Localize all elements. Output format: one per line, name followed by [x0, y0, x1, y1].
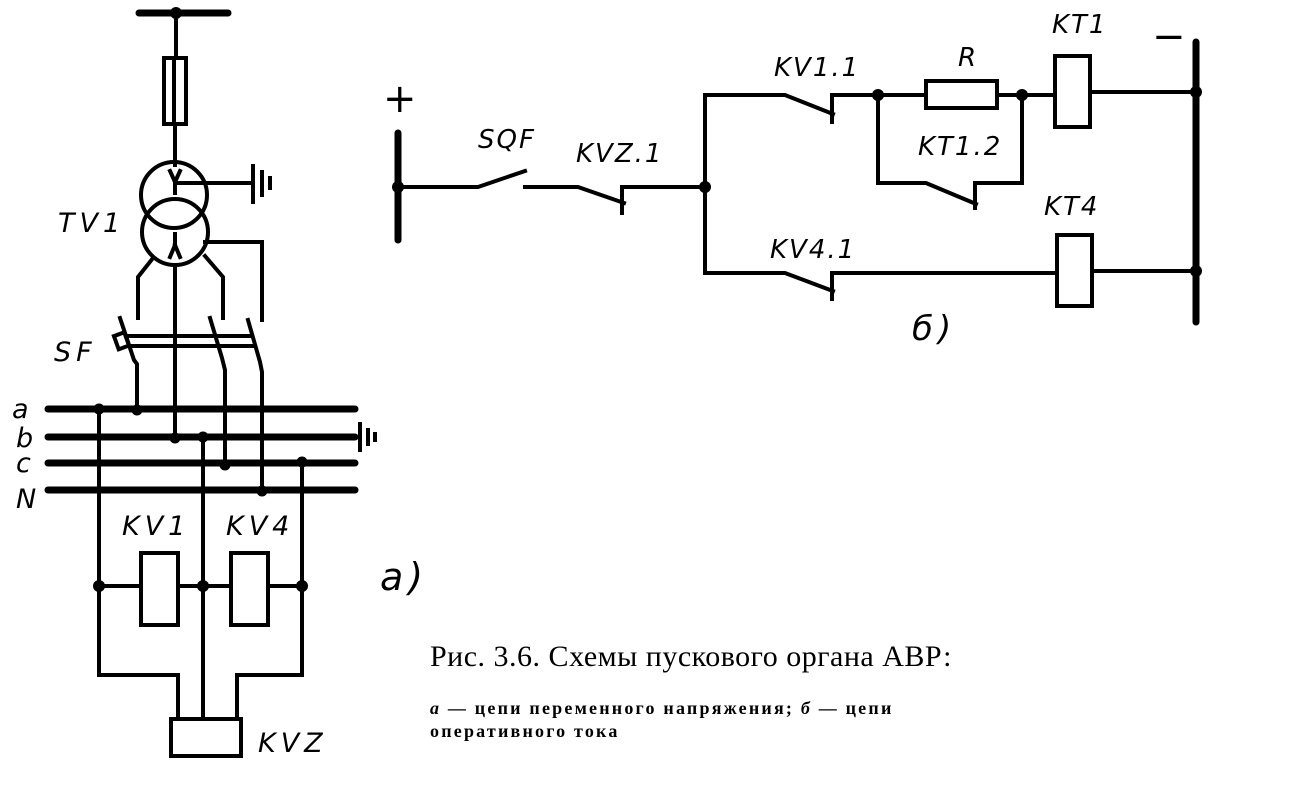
junction-dot	[131, 404, 143, 416]
contact-kvz1-stop	[620, 185, 707, 215]
junction-dot	[1190, 265, 1202, 277]
relay-kv4-label: KV4	[226, 511, 294, 542]
panel-label-b: б)	[912, 309, 956, 349]
transformer-primary-winding	[139, 160, 209, 230]
contact-kv41-stop	[830, 271, 1059, 301]
caption-text-b: — цепи оперативного тока	[430, 698, 894, 741]
breaker-sf	[111, 315, 264, 494]
junction-dot	[256, 485, 268, 497]
relay-kv1-label: KV1	[122, 511, 190, 542]
caption-marker-b: б	[800, 698, 813, 718]
junction-dot	[219, 459, 231, 471]
wire-phase-a	[136, 255, 156, 320]
bus-label-a: a	[12, 394, 34, 425]
caption-text-a: — цепи переменного напряжения;	[441, 698, 801, 718]
plus-sign: +	[383, 76, 417, 122]
junction-dot	[197, 580, 209, 592]
contact-kvz1-label: KVZ.1	[576, 139, 663, 169]
contact-kv41	[703, 271, 836, 294]
switch-sqf	[396, 168, 528, 189]
relay-kvz-label: KVZ	[258, 728, 328, 759]
resistor-r	[924, 79, 999, 110]
timer-relay-kt1-label: KT1	[1052, 10, 1107, 40]
junction-dot	[1190, 86, 1202, 98]
bus-label-b: b	[16, 423, 38, 454]
junction-dot	[169, 432, 181, 444]
breaker-pole	[207, 315, 227, 467]
relay-kvz	[169, 717, 243, 758]
wire-neutral	[203, 240, 264, 322]
contact-kt12	[876, 93, 979, 207]
bus-label-n: N	[16, 484, 41, 515]
caption-marker-a: а	[430, 698, 442, 718]
relay-kv4	[229, 551, 270, 627]
contact-kv11	[703, 93, 836, 117]
wire-phase-c	[202, 253, 225, 320]
contact-kv11-stop	[830, 93, 880, 124]
diagram-a: TV1 SF a b c N KV1 KV4 KVZ а)	[12, 7, 428, 759]
breaker-release	[111, 329, 132, 352]
contact-kvz1	[523, 185, 627, 206]
relay-kv1	[139, 551, 180, 627]
junction-dot	[93, 580, 105, 592]
resistor-label: R	[958, 43, 978, 73]
timer-relay-kt1	[1053, 54, 1092, 129]
timer-relay-kt4	[1055, 233, 1094, 308]
breaker-pole	[245, 317, 264, 494]
wire	[97, 673, 180, 722]
wire	[235, 673, 304, 722]
panel-label-a: а)	[380, 555, 428, 599]
switch-sqf-label: SQF	[478, 125, 536, 155]
figure-caption-legend: а — цепи переменного напряжения; б — цеп…	[430, 697, 1010, 743]
diagram-b: + − SQF KVZ.1	[383, 10, 1202, 349]
contact-kt12-stop	[973, 93, 1024, 210]
bus-label-c: c	[16, 448, 36, 479]
timer-relay-kt4-label: KT4	[1044, 192, 1099, 222]
junction-dot	[296, 580, 308, 592]
contact-kv11-label: KV1.1	[774, 53, 860, 83]
breaker-label: SF	[54, 337, 97, 368]
contact-kv41-label: KV4.1	[770, 235, 856, 265]
transformer-label: TV1	[58, 208, 125, 239]
star-secondary-icon	[167, 232, 183, 260]
contact-kt12-label: KT1.2	[918, 132, 1002, 162]
figure-caption-title: Рис. 3.6. Схемы пускового органа АВР:	[430, 640, 953, 673]
minus-sign: −	[1152, 14, 1186, 60]
